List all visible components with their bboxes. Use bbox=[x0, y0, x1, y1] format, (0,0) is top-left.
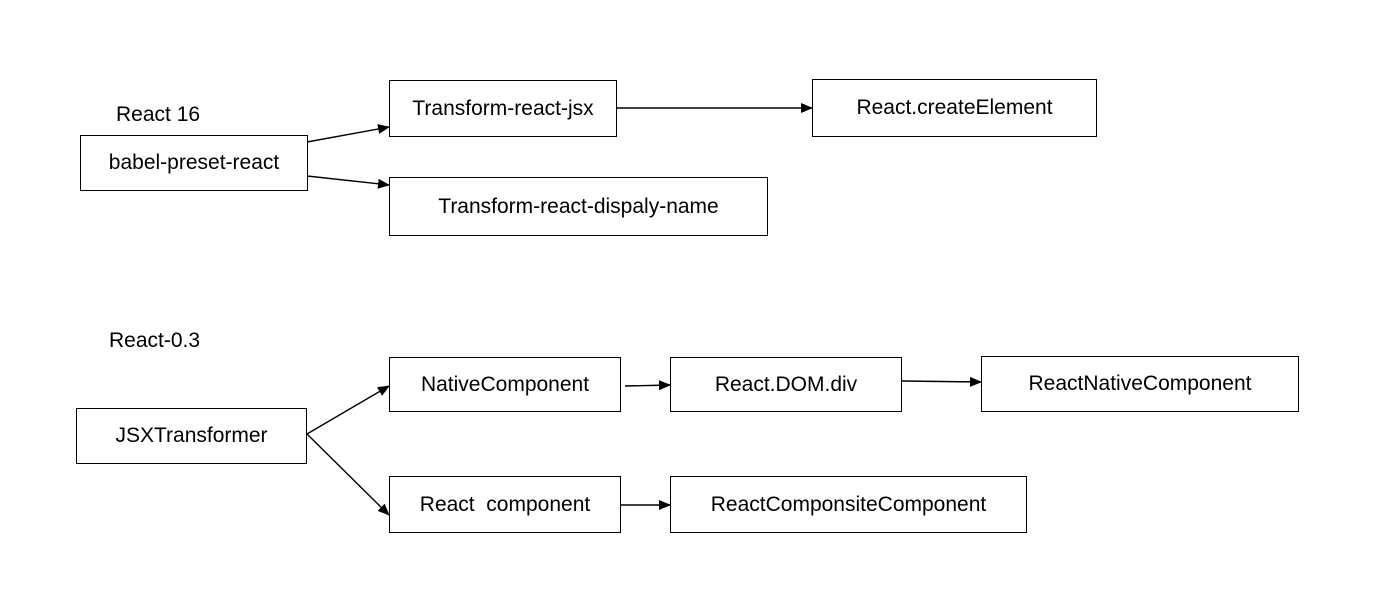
group-label-react03: React-0.3 bbox=[109, 329, 201, 352]
edge-babel-to-jsx bbox=[306, 124, 390, 143]
edge-jsxtransformer-to-native bbox=[306, 385, 390, 435]
node-jsx-transformer: JSXTransformer bbox=[76, 408, 307, 464]
edge-native-to-dom-div bbox=[624, 380, 671, 391]
node-transform-react-display-name: Transform-react-dispaly-name bbox=[389, 177, 768, 236]
node-react-create-element: React.createElement bbox=[812, 79, 1097, 137]
node-react-native-component: ReactNativeComponent bbox=[981, 356, 1299, 412]
edge-dom-div-to-react-native-component bbox=[901, 376, 982, 387]
edge-babel-to-display-name bbox=[306, 175, 390, 189]
node-babel-preset-react: babel-preset-react bbox=[80, 135, 308, 191]
edge-jsxtransformer-to-react-component bbox=[306, 433, 390, 516]
node-react-dom-div: React.DOM.div bbox=[670, 357, 902, 412]
node-react-component: React component bbox=[389, 476, 621, 533]
node-transform-react-jsx: Transform-react-jsx bbox=[389, 80, 617, 137]
group-label-react16: React 16 bbox=[116, 103, 201, 126]
node-react-composite-component: ReactComponsiteComponent bbox=[670, 476, 1027, 533]
node-native-component: NativeComponent bbox=[389, 357, 621, 412]
